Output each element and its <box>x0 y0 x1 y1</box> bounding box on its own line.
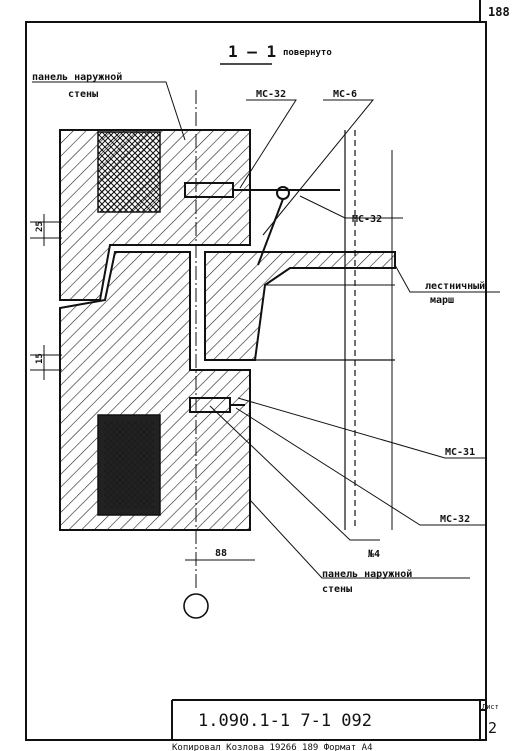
section-note: повернуто <box>283 48 332 58</box>
label-outer-panel-top-1: панель наружной <box>32 71 122 83</box>
title-stamp <box>171 699 486 740</box>
dim-joint-mid: 15 <box>35 353 45 364</box>
label-outer-panel-bottom-1: панель наружной <box>322 568 412 580</box>
label-outer-panel-top-2: стены <box>68 89 98 100</box>
sheet-frame <box>25 0 487 741</box>
bracket-bottom <box>189 397 245 413</box>
label-mc32-top: МС-32 <box>256 89 286 100</box>
label-outer-panel-bottom-2: стены <box>322 584 352 595</box>
label-stair-2: марш <box>430 295 454 306</box>
insulation-block-upper <box>97 131 161 213</box>
label-n4: №4 <box>368 549 380 560</box>
label-mc6: МС-6 <box>333 89 357 100</box>
bracket-top <box>184 182 340 266</box>
label-mc31: МС-31 <box>445 447 475 458</box>
dimension-lines <box>30 214 255 565</box>
section-title: 1 — 1 <box>228 42 276 61</box>
label-mc32-bottom: МС-32 <box>440 514 470 525</box>
stair-flight <box>204 251 396 361</box>
page-number: 188 <box>488 5 510 19</box>
axis-marker <box>183 593 209 619</box>
sheet-number: 2 <box>488 719 497 737</box>
outer-wall-panel-lower <box>59 251 251 531</box>
sheet-label: Лист <box>482 703 499 711</box>
drawing-code: 1.090.1-1 7-1 092 <box>198 711 372 731</box>
leader-lines <box>32 81 500 579</box>
dim-joint-top: 25 <box>35 221 45 232</box>
outer-wall-panel-upper <box>59 129 251 301</box>
dim-offset-bottom: 88 <box>215 548 227 559</box>
structure-lines <box>344 130 393 530</box>
footer-text: Копировал Козлова 19266 189 Формат А4 <box>172 743 372 751</box>
label-stair-1: лестничный <box>425 280 485 292</box>
label-mc32-right: МС-32 <box>352 214 382 225</box>
